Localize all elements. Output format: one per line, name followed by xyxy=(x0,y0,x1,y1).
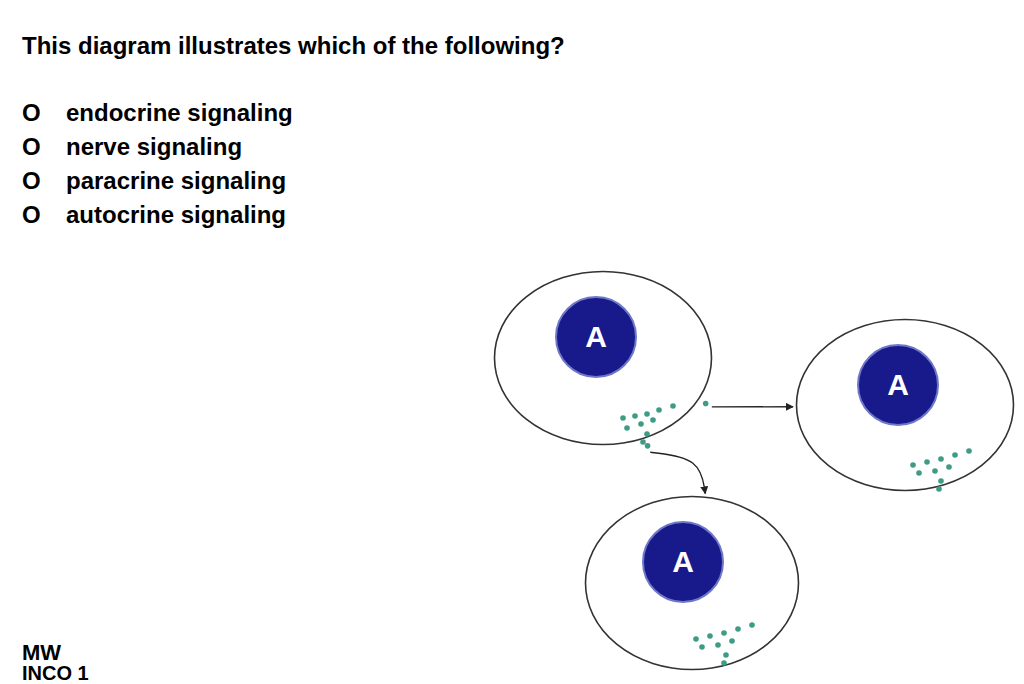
signal-molecule xyxy=(735,626,741,632)
nucleus-label: A xyxy=(887,370,909,400)
footer-note: INCO 1 xyxy=(22,663,89,683)
signal-molecule xyxy=(644,431,650,437)
radio-marker: O xyxy=(22,101,41,125)
signal-molecule xyxy=(938,456,944,462)
cell: A xyxy=(584,495,800,671)
signal-molecule xyxy=(729,638,735,644)
radio-marker: O xyxy=(22,135,41,159)
signal-molecule xyxy=(966,448,972,454)
nucleus-label: A xyxy=(585,322,607,352)
answer-option: paracrine signaling xyxy=(66,169,286,193)
signal-molecule xyxy=(721,630,727,636)
signal-molecule xyxy=(749,622,755,628)
cell: A xyxy=(795,318,1015,492)
cell: A xyxy=(493,270,713,446)
signal-molecule xyxy=(952,452,958,458)
signal-molecule xyxy=(715,642,721,648)
signal-molecule xyxy=(645,443,651,449)
question-title: This diagram illustrates which of the fo… xyxy=(22,34,565,58)
signal-molecule xyxy=(656,407,662,413)
signal-molecule xyxy=(924,459,930,465)
footer-note: MW xyxy=(22,642,61,664)
cell-shape xyxy=(493,270,713,446)
signal-molecule xyxy=(910,462,916,468)
answer-option: autocrine signaling xyxy=(66,203,286,227)
signal-arrow xyxy=(650,452,705,493)
signal-molecule xyxy=(624,425,630,431)
signal-molecule xyxy=(916,470,922,476)
cell-membrane xyxy=(495,272,712,445)
signal-molecule xyxy=(670,403,676,409)
signal-molecule xyxy=(932,468,938,474)
nucleus-label: A xyxy=(672,547,694,577)
nucleus xyxy=(556,297,636,377)
nucleus xyxy=(643,522,723,602)
signal-molecule xyxy=(721,660,727,666)
signal-molecule xyxy=(723,652,729,658)
nucleus xyxy=(858,345,938,425)
cell-membrane xyxy=(797,320,1014,491)
signal-molecule xyxy=(938,478,944,484)
signal-molecule xyxy=(640,439,646,445)
cell-membrane xyxy=(586,497,799,670)
signal-molecule xyxy=(936,486,942,492)
signal-molecule xyxy=(644,411,650,417)
answer-option: nerve signaling xyxy=(66,135,242,159)
signal-molecule xyxy=(707,633,713,639)
radio-marker: O xyxy=(22,169,41,193)
cell-shape xyxy=(584,495,800,671)
signal-molecule xyxy=(946,464,952,470)
signal-molecule xyxy=(620,415,626,421)
signal-molecule xyxy=(693,636,699,642)
answer-option: endocrine signaling xyxy=(66,101,293,125)
radio-marker: O xyxy=(22,203,41,227)
signal-arrow xyxy=(712,406,793,408)
cell-shape xyxy=(795,318,1015,492)
signal-molecule xyxy=(703,401,709,407)
signal-molecule xyxy=(650,417,656,423)
signal-molecule xyxy=(638,421,644,427)
signal-molecule xyxy=(699,644,705,650)
signal-molecule xyxy=(632,413,638,419)
